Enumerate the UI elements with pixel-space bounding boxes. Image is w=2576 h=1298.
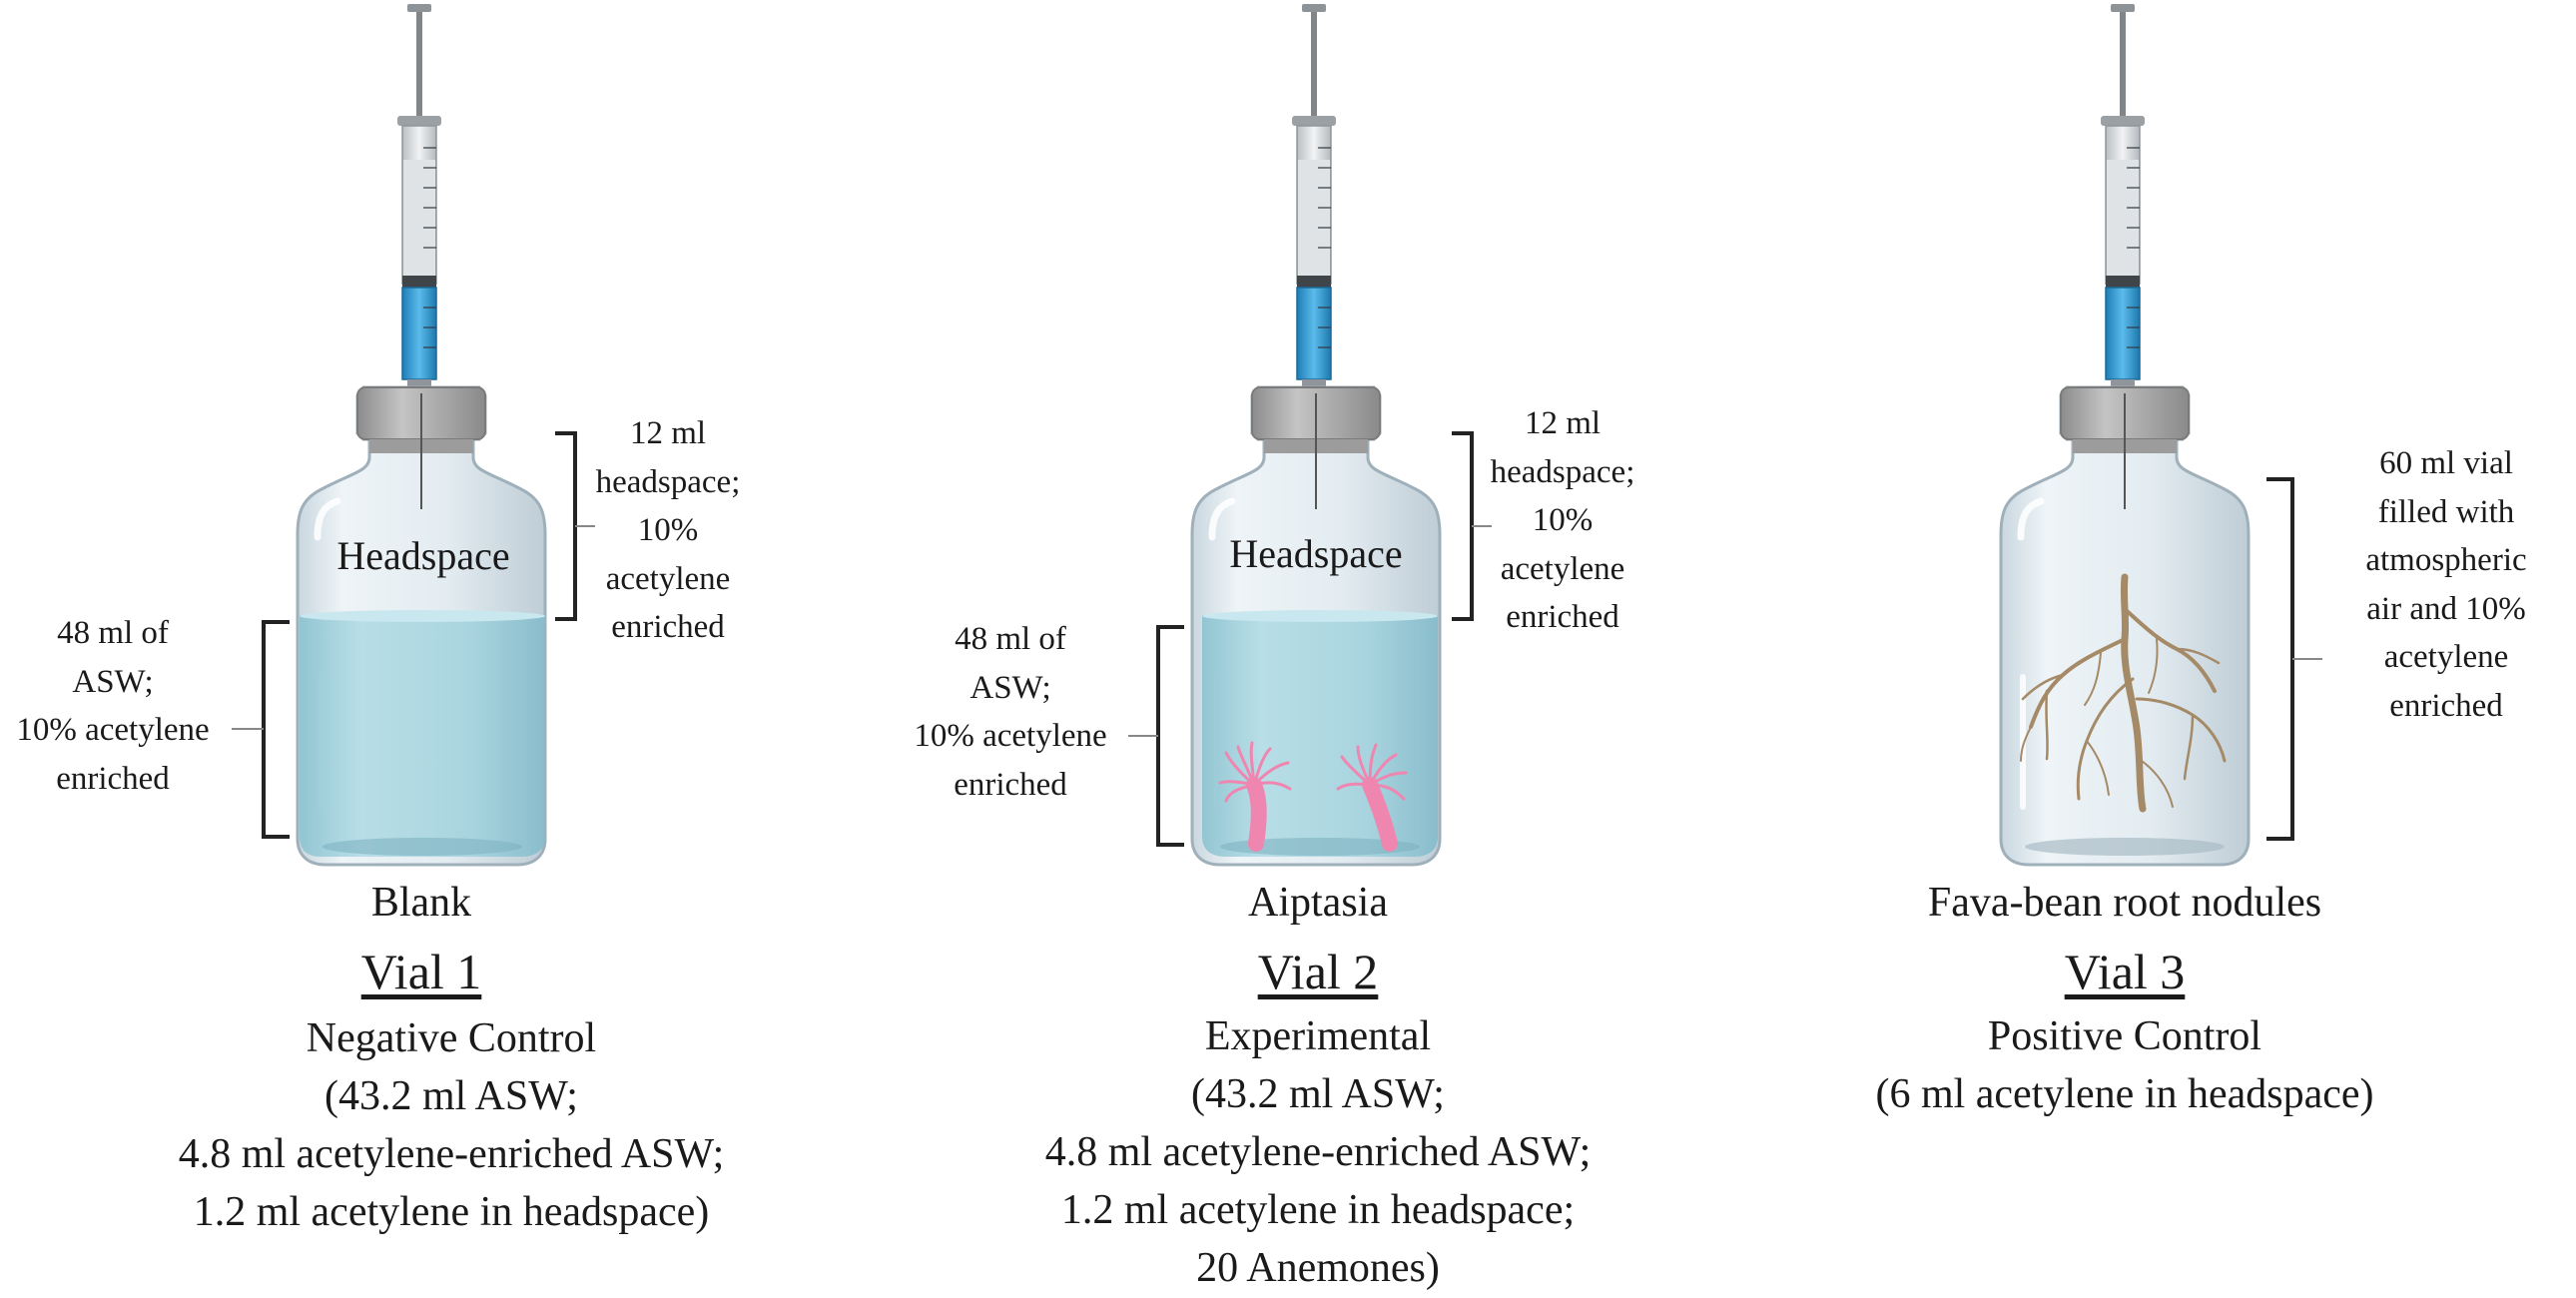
vial-title: Vial 2 [1257,944,1379,999]
headspace-label: Headspace [1229,531,1403,576]
vial-bracket-label: 60 ml vial filled with atmospheric air a… [2365,445,2527,724]
liquid-bracket [262,620,290,839]
anemone-icon [1218,741,1292,852]
vial-description: Positive Control (6 ml acetylene in head… [1875,1013,2374,1117]
vial-title: Vial 1 [360,944,482,999]
vial-bracket [2266,477,2294,841]
liquid-bracket [1156,625,1184,847]
sample-name: Blank [370,880,472,926]
vial-2-illustration [1128,3,1492,865]
vial-1-illustration [232,3,595,865]
liquid-bracket-label: 48 ml of ASW; 10% acetylene enriched [914,621,1107,803]
sample-name: Fava-bean root nodules [1927,880,2322,926]
sample-name: Aiptasia [1248,880,1388,926]
syringe-icon [396,3,442,394]
liquid-bracket-label: 48 ml of ASW; 10% acetylene enriched [16,615,210,797]
anemone-icon [1336,743,1408,852]
vial-3-illustration [2001,3,2322,865]
syringe-icon [2100,3,2146,394]
liquid [1202,615,1438,857]
syringe-icon [1291,3,1337,394]
vial-description: Negative Control (43.2 ml ASW; 4.8 ml ac… [178,1015,725,1235]
vial-title: Vial 3 [2064,944,2186,999]
vial-description: Experimental (43.2 ml ASW; 4.8 ml acetyl… [1044,1013,1592,1291]
headspace-label: Headspace [336,533,510,578]
headspace-bracket-label: 12 ml headspace; 10% acetylene enriched [595,415,741,645]
headspace-bracket-label: 12 ml headspace; 10% acetylene enriched [1490,405,1635,635]
root-nodules-icon [2020,573,2227,813]
liquid [300,615,545,857]
